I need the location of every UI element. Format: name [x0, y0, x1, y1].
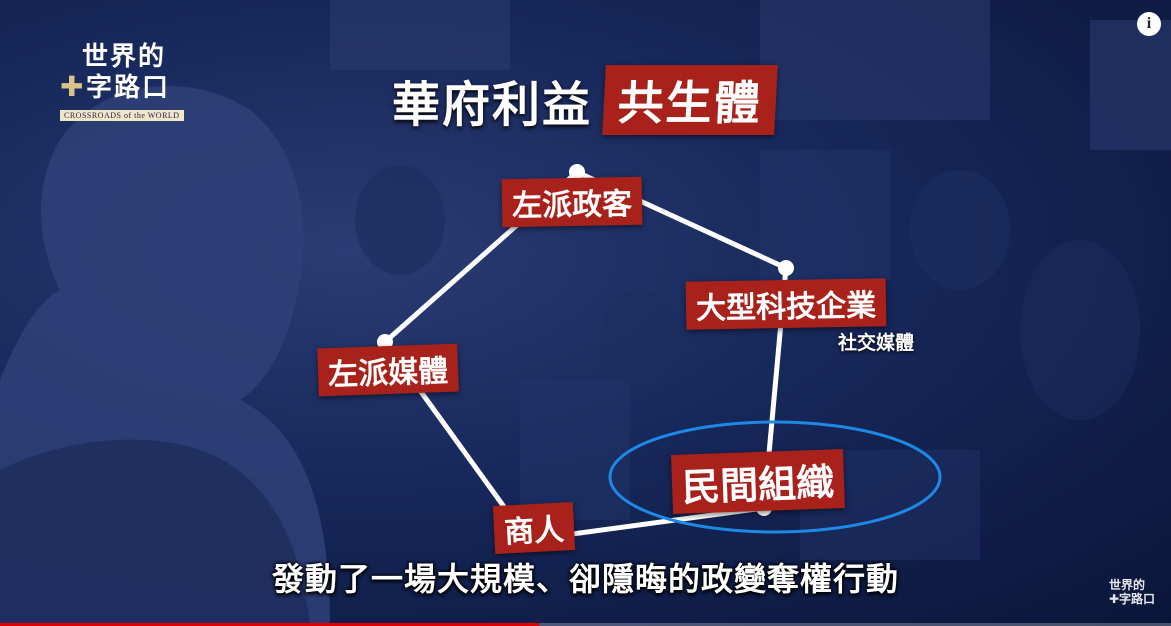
bg-head-4 — [1020, 240, 1140, 420]
bg-sign-middle — [760, 150, 890, 280]
logo-line1: 世界的 — [82, 42, 167, 72]
bg-head-3 — [910, 170, 1010, 290]
info-icon[interactable]: i — [1137, 12, 1161, 36]
bg-sign-top — [760, 0, 990, 120]
bg-sign-left — [330, 0, 510, 70]
node-civil-orgs: 民間組織 — [671, 449, 845, 514]
title-part1: 華府利益 — [392, 77, 593, 133]
portrait-shoulder — [0, 439, 310, 626]
bg-head-1 — [355, 165, 445, 275]
node-dot-tech — [778, 260, 794, 276]
channel-logo: 世界的 ✚字路口 CROSSROADS of the WORLD — [60, 42, 190, 122]
corner-watermark: 世界的 ✚字路口 — [1109, 578, 1155, 606]
node-left-media: 左派媒體 — [317, 343, 459, 397]
video-progress-fill — [0, 623, 539, 626]
slide-title: 華府利益 共生體 — [392, 65, 778, 135]
bg-head-2 — [600, 290, 680, 390]
node-dot-politicians — [569, 164, 585, 180]
video-progress-bar[interactable] — [0, 623, 1171, 626]
bg-sign-right — [1090, 20, 1171, 150]
logo-tagline: CROSSROADS of the WORLD — [60, 110, 184, 121]
node-big-tech: 大型科技企業 — [685, 278, 887, 330]
logo-line2-text: 字路口 — [86, 73, 171, 103]
watermark-line1: 世界的 — [1108, 578, 1145, 592]
bg-sign-lower — [520, 380, 630, 520]
node-big-tech-sub: 社交媒體 — [838, 332, 915, 354]
node-left-politicians: 左派政客 — [501, 176, 643, 228]
civil-orgs-highlight-ring — [608, 420, 942, 534]
video-subtitle: 發動了一場大規模、卻隱晦的政變奪權行動 — [271, 560, 899, 598]
watermark-line2: ✚字路口 — [1108, 592, 1155, 606]
logo-line2: ✚字路口 — [60, 70, 190, 104]
cross-icon: ✚ — [60, 70, 86, 103]
node-business: 商人 — [492, 501, 576, 555]
